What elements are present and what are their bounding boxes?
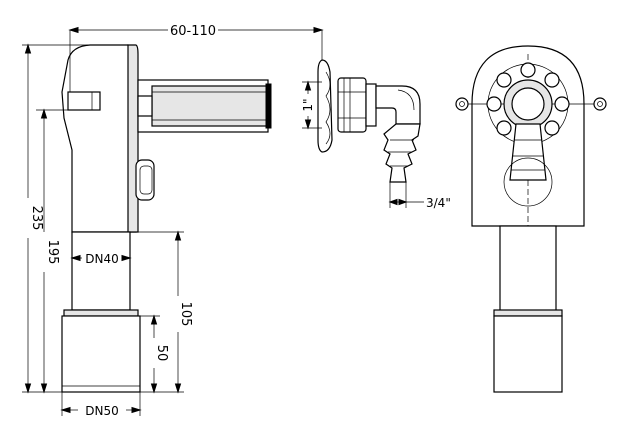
dim-tail-height: 50 [154, 345, 169, 362]
mount-hole-right [593, 97, 607, 111]
pipe-collar [63, 309, 139, 317]
side-view: 60-110 235 195 DN40 105 [22, 24, 324, 418]
union-nut [337, 77, 367, 133]
dim-thread-inch: 1" [301, 98, 315, 111]
dim-total-height: 235 [29, 206, 44, 231]
side-connector [135, 159, 155, 201]
front-view [455, 45, 607, 393]
siphon-body [61, 44, 137, 233]
wall-flange [317, 59, 333, 153]
extension-tube-end [265, 83, 272, 129]
elbow-connector-view: 1" 3/4" [301, 59, 451, 210]
tail-pipe-dn50 [61, 315, 141, 393]
front-hose-barb [509, 123, 547, 181]
dim-top-width: 60-110 [170, 24, 216, 39]
dim-inlet-height: 195 [45, 240, 60, 265]
lower-chamber [503, 157, 553, 207]
inlet-stub [67, 91, 101, 111]
extension-tube-inner [151, 85, 269, 127]
front-down-pipe [499, 225, 557, 313]
dim-dn40: DN40 [85, 252, 119, 266]
front-collar [493, 309, 563, 317]
mount-hole-left [455, 97, 469, 111]
front-tail-pipe [493, 315, 563, 393]
dim-dn50: DN50 [85, 404, 119, 418]
dim-outlet-height: 105 [178, 302, 193, 327]
dim-hose-thread: 3/4" [426, 196, 451, 210]
hose-barb [383, 123, 421, 183]
down-pipe-dn40 [71, 231, 131, 311]
siphon-front-rim [127, 44, 139, 233]
